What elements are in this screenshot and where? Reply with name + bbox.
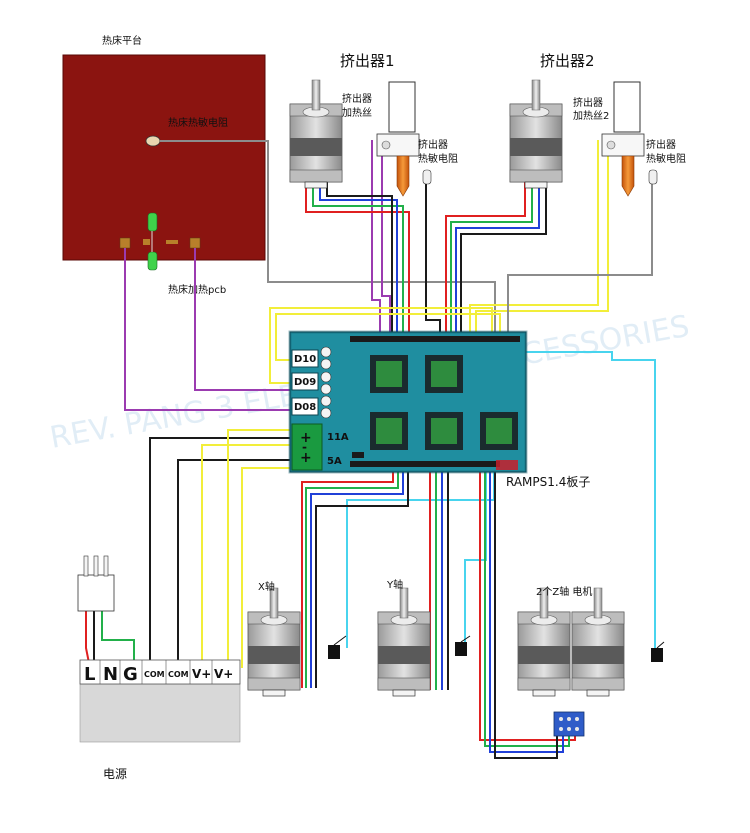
z-axis-motor-2 — [571, 587, 625, 697]
y-axis-motor — [377, 587, 431, 697]
wires — [85, 140, 656, 759]
mains-plug-icon — [77, 574, 115, 612]
amp-5a-label: 5A — [327, 456, 342, 467]
extruder-1-nozzle-icon — [396, 155, 410, 197]
power-supply — [77, 555, 241, 743]
extruder-1-hotend-block — [388, 81, 416, 133]
terminal-d10 — [291, 349, 319, 368]
z-axis-label: 2个Z轴 电机 — [536, 585, 592, 598]
psu-terminal-strip — [79, 659, 241, 685]
terminal-d09 — [291, 372, 319, 391]
z-axis-motor-1 — [517, 587, 571, 697]
terminal-d08 — [291, 397, 319, 416]
psu-terminal-com-1: COM — [144, 670, 165, 679]
heatbed — [62, 54, 266, 271]
d09-label: D09 — [294, 377, 316, 388]
psu-body — [79, 683, 241, 743]
d10-label: D10 — [294, 354, 316, 365]
heatbed-thermistor-icon — [145, 135, 161, 147]
endstop-header — [496, 460, 518, 470]
heatbed-pcb-label: 热床加热pcb — [168, 283, 226, 296]
y-axis-label: Y轴 — [386, 578, 403, 591]
extruder-2-thermistor-label-2: 热敏电阻 — [646, 152, 686, 165]
x-axis-label: X轴 — [258, 580, 275, 593]
extruder-1-heater-label-2: 加热丝 — [342, 106, 372, 119]
power-input-block — [291, 423, 323, 471]
heatbed-thermistor-label: 热床热敏电阻 — [168, 116, 228, 129]
extruder-2-heater-label: 挤出器 — [573, 96, 603, 109]
psu-terminal-G: G — [123, 664, 138, 685]
psu-terminal-com-2: COM — [168, 670, 189, 679]
d08-label: D08 — [294, 402, 316, 413]
heatbed-pad-left — [119, 237, 131, 249]
extruder-1-thermistor-label: 挤出器 — [418, 138, 448, 151]
extruder-2-thermistor-label: 挤出器 — [646, 138, 676, 151]
heatbed-pad-right — [189, 237, 201, 249]
heatbed-platform-label: 热床平台 — [102, 34, 142, 47]
psu-terminal-N: N — [103, 664, 118, 685]
psu-terminal-v1: V+ — [192, 667, 211, 681]
endstop-y — [455, 635, 471, 656]
extruder-1-heater-label: 挤出器 — [342, 92, 372, 105]
psu-terminal-L: L — [84, 664, 95, 685]
extruder-2-nozzle-icon — [621, 155, 635, 197]
extruder-1-title: 挤出器1 — [340, 52, 395, 70]
amp-11a-label: 11A — [327, 432, 349, 443]
extruder-2-heater-label-2: 加热丝2 — [573, 109, 609, 122]
power-minus-1: - — [302, 440, 307, 454]
extruder-2-title: 挤出器2 — [540, 52, 595, 70]
power-plus-2: + — [300, 450, 312, 466]
heatbed-plate — [62, 54, 266, 261]
extruder-1-thermistor-label-2: 热敏电阻 — [418, 152, 458, 165]
psu-label: 电源 — [103, 767, 127, 781]
x-axis-motor — [247, 587, 301, 697]
ramps-board-label: RAMPS1.4板子 — [506, 475, 590, 489]
heatbed-led-icon — [147, 212, 158, 232]
endstop-z — [651, 641, 665, 662]
extruder-1 — [289, 79, 432, 197]
power-plus-1: + — [300, 430, 312, 446]
psu-terminal-v2: V+ — [214, 667, 233, 681]
extruder-2 — [509, 79, 658, 197]
z-motor-splitter — [553, 711, 585, 737]
ramps-board: + - + — [288, 330, 528, 474]
endstop-x — [328, 635, 347, 659]
extruder-2-hotend-block — [613, 81, 641, 133]
